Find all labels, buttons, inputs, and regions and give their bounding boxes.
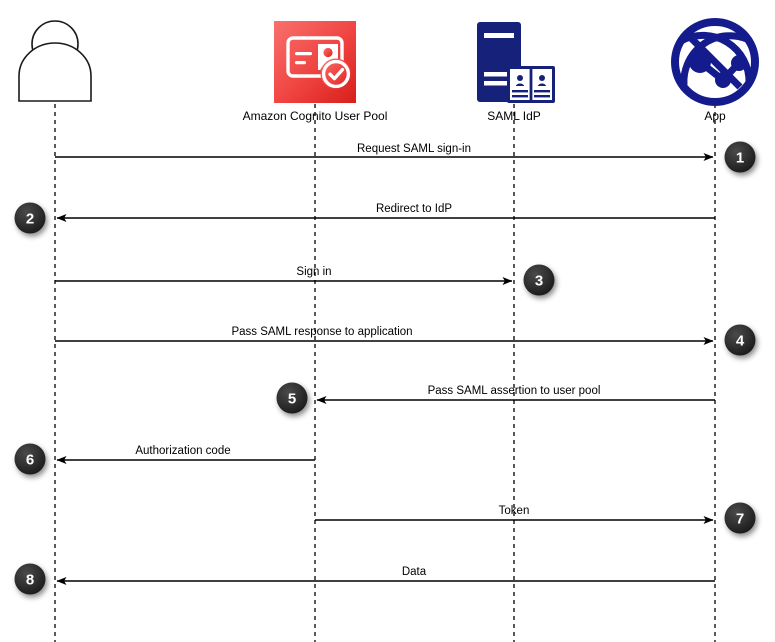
message-row-1: Request SAML sign-in 1 — [55, 141, 756, 173]
step-badge-8 — [14, 563, 46, 595]
user-actor-icon — [18, 20, 92, 102]
participant-label-samlidp: SAML IdP — [487, 109, 541, 123]
participant-cognito[interactable]: Amazon Cognito User Pool — [243, 21, 388, 123]
message-row-5: Pass SAML assertion to user pool 5 — [276, 382, 715, 414]
message-label-3: Sign in — [296, 266, 331, 278]
message-row-4: Pass SAML response to application 4 — [55, 324, 756, 356]
message-row-3: Sign in 3 — [55, 264, 555, 296]
message-label-6: Authorization code — [135, 445, 230, 457]
step-badge-number-1: 1 — [736, 150, 744, 167]
amazon-cognito-user-pool-icon — [274, 21, 356, 103]
step-badge-number-2: 2 — [26, 211, 34, 228]
step-badge-number-7: 7 — [736, 511, 744, 528]
step-badge-number-8: 8 — [26, 572, 34, 589]
step-badge-number-3: 3 — [535, 273, 543, 290]
step-badge-number-4: 4 — [736, 333, 745, 350]
step-badge-5 — [276, 382, 308, 414]
message-row-7: Token 7 — [315, 502, 756, 534]
message-row-6: Authorization code 6 — [14, 443, 315, 475]
message-label-2: Redirect to IdP — [376, 203, 452, 215]
participant-label-cognito: Amazon Cognito User Pool — [243, 109, 388, 123]
step-badge-1 — [724, 141, 756, 173]
app-globe-network-icon — [671, 18, 759, 106]
step-badge-6 — [14, 443, 46, 475]
step-badge-4 — [724, 324, 756, 356]
step-badge-2 — [14, 202, 46, 234]
participant-user[interactable] — [18, 20, 92, 102]
step-badge-3 — [523, 264, 555, 296]
message-label-5: Pass SAML assertion to user pool — [428, 385, 601, 397]
participant-samlidp[interactable]: SAML IdP — [477, 22, 555, 123]
saml-idp-server-icon — [477, 22, 555, 103]
message-label-4: Pass SAML response to application — [231, 326, 412, 338]
message-label-7: Token — [499, 505, 530, 517]
step-badge-number-6: 6 — [26, 452, 34, 469]
participant-label-app: App — [704, 109, 726, 123]
message-row-2: Redirect to IdP 2 — [14, 202, 715, 234]
lifelines-group — [54, 104, 716, 642]
message-row-8: Data 8 — [14, 563, 715, 595]
message-label-1: Request SAML sign-in — [357, 143, 471, 155]
message-label-8: Data — [402, 566, 427, 578]
participant-app[interactable]: App — [671, 18, 759, 123]
step-badge-number-5: 5 — [288, 391, 296, 408]
step-badge-7 — [724, 502, 756, 534]
